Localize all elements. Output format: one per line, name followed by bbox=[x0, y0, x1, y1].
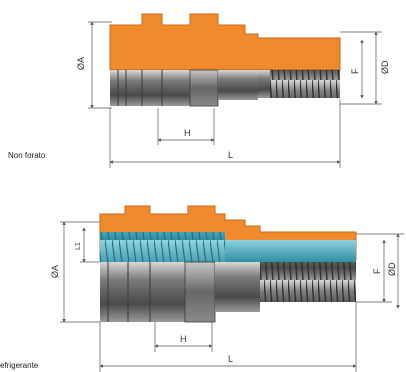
top-label-length: L bbox=[228, 150, 233, 160]
top-caption: Non forato bbox=[8, 151, 46, 160]
top-dimensions bbox=[88, 21, 382, 168]
bottom-body-steel bbox=[100, 262, 185, 322]
top-body-section bbox=[109, 13, 341, 71]
top-body-steel bbox=[110, 70, 190, 106]
bottom-label-hex: H bbox=[180, 334, 187, 344]
top-thread bbox=[268, 70, 340, 98]
top-neck bbox=[218, 70, 258, 100]
top-label-bore: ØD bbox=[380, 60, 390, 74]
bottom-neck bbox=[215, 262, 260, 312]
bottom-label-length: L bbox=[228, 354, 233, 364]
top-label-outer-diameter: ØA bbox=[76, 57, 86, 70]
top-label-hex: H bbox=[184, 128, 191, 138]
bottom-caption: efrigerante bbox=[0, 361, 39, 370]
bottom-label-inner-thread: L1 bbox=[75, 242, 82, 250]
bottom-inner-thread bbox=[100, 232, 225, 262]
top-hex bbox=[189, 69, 219, 107]
bottom-bore bbox=[225, 240, 356, 262]
bottom-thread bbox=[260, 262, 356, 302]
bottom-label-bore: ØD bbox=[387, 262, 397, 276]
bottom-label-thread: F bbox=[372, 268, 382, 274]
bottom-hex bbox=[184, 261, 216, 323]
bottom-dimensions bbox=[60, 221, 404, 372]
bottom-label-outer-diameter: ØA bbox=[50, 265, 60, 278]
bottom-fitting bbox=[99, 205, 357, 323]
top-fitting bbox=[109, 13, 341, 107]
top-label-thread: F bbox=[350, 68, 360, 74]
